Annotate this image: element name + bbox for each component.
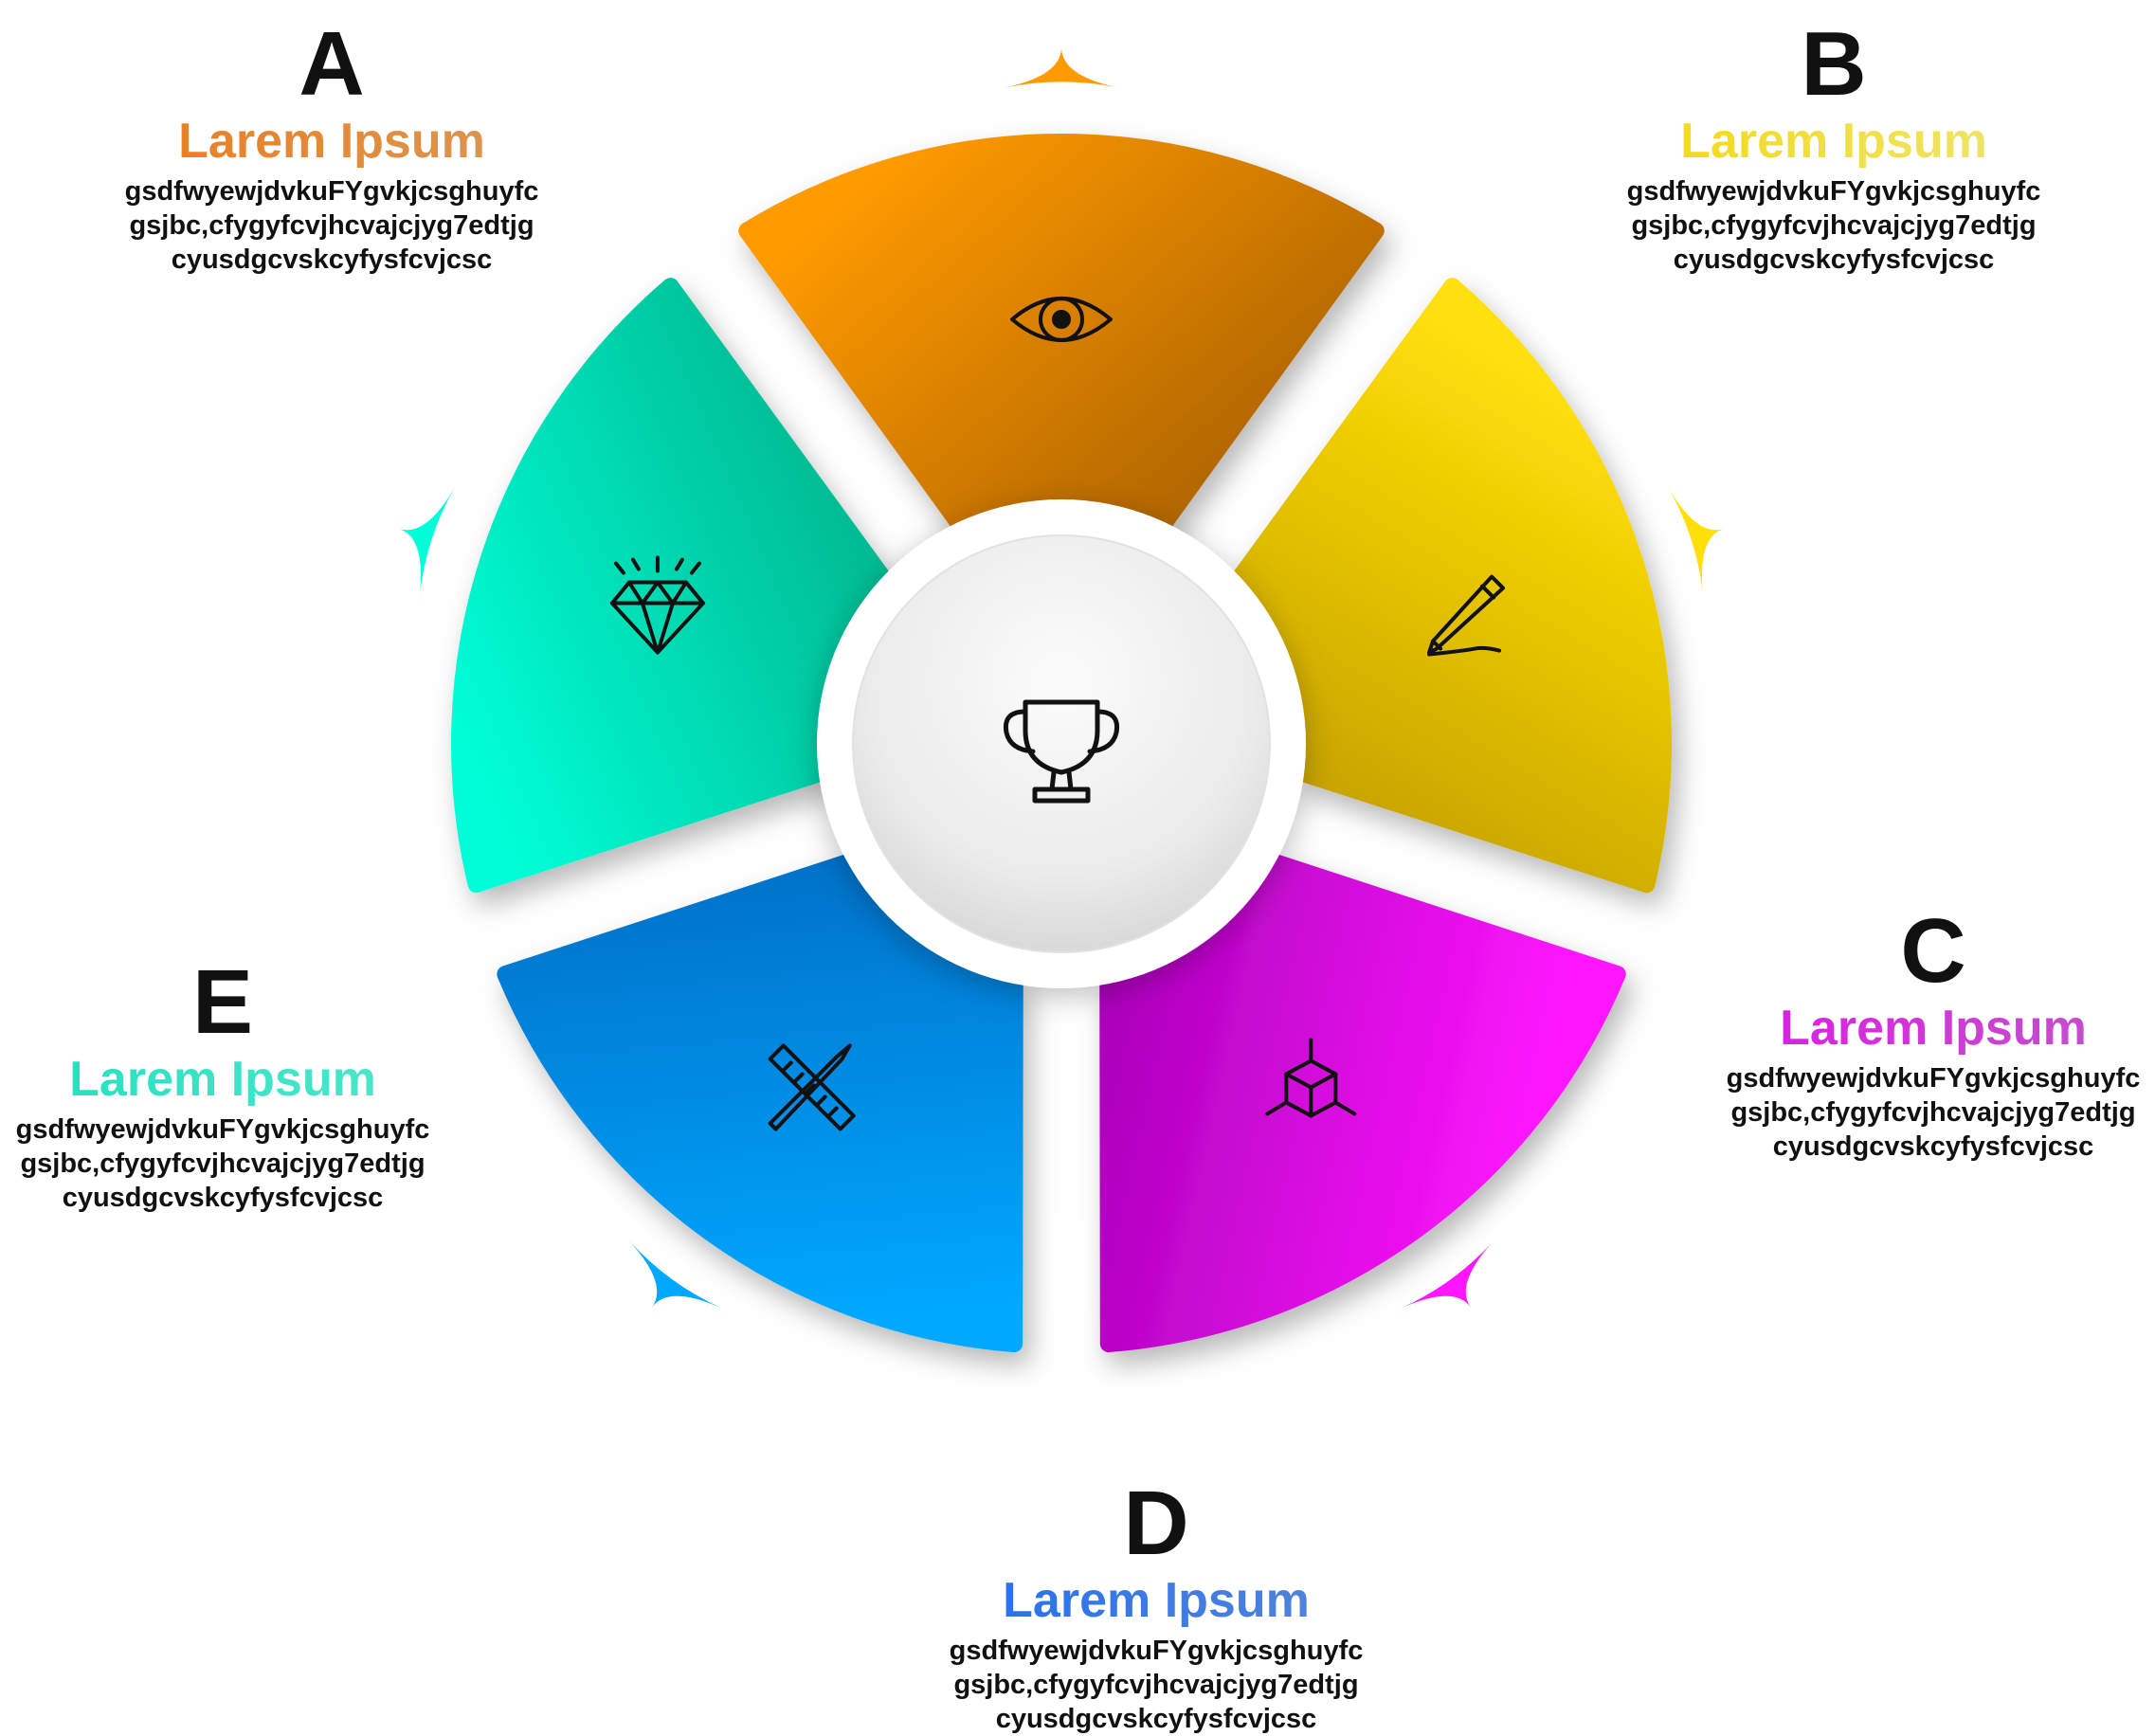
label-block-b: B Larem Ipsum gsdfwyewjdvkuFYgvkjcsghuyf… <box>1587 19 2080 277</box>
segment-e <box>451 278 892 894</box>
label-block-a: A Larem Ipsum gsdfwyewjdvkuFYgvkjcsghuyf… <box>85 19 578 277</box>
segment-title: Larem Ipsum <box>1687 999 2155 1058</box>
segment-pointer-c <box>1400 1240 1494 1309</box>
segment-letter: A <box>299 13 365 115</box>
segment-letter: E <box>191 951 254 1053</box>
segment-description: gsdfwyewjdvkuFYgvkjcsghuyfc gsjbc,cfygyf… <box>1626 176 2041 275</box>
segment-description: gsdfwyewjdvkuFYgvkjcsghuyfc gsjbc,cfygyf… <box>15 1114 430 1213</box>
trophy-icon <box>1003 699 1120 804</box>
ruler-pencil-icon <box>768 1043 856 1131</box>
label-block-c: C Larem Ipsum gsdfwyewjdvkuFYgvkjcsghuyf… <box>1687 906 2155 1164</box>
segment-pointer-a <box>1004 47 1119 88</box>
diamond-icon <box>609 555 705 655</box>
segment-pointer-d <box>629 1240 723 1309</box>
segment-letter: D <box>1123 1473 1189 1574</box>
segment-title: Larem Ipsum <box>85 112 578 171</box>
segment-description: gsdfwyewjdvkuFYgvkjcsghuyfc gsjbc,cfygyf… <box>1726 1063 2141 1162</box>
segment-b <box>1231 278 1672 894</box>
segment-description: gsdfwyewjdvkuFYgvkjcsghuyfc gsjbc,cfygyf… <box>949 1636 1364 1734</box>
segment-letter: B <box>1801 13 1867 115</box>
segment-title: Larem Ipsum <box>910 1571 1403 1630</box>
segment-pointer-b <box>1667 486 1725 596</box>
eye-icon <box>1010 297 1113 342</box>
segment-a <box>738 134 1385 532</box>
label-block-e: E Larem Ipsum gsdfwyewjdvkuFYgvkjcsghuyf… <box>0 957 469 1215</box>
segment-title: Larem Ipsum <box>0 1050 469 1109</box>
segment-pointer-e <box>398 486 456 596</box>
label-block-d: D Larem Ipsum gsdfwyewjdvkuFYgvkjcsghuyf… <box>910 1478 1403 1736</box>
segment-letter: C <box>1900 900 1966 1002</box>
hub-disc <box>852 534 1271 953</box>
segment-description: gsdfwyewjdvkuFYgvkjcsghuyfc gsjbc,cfygyf… <box>124 176 539 275</box>
segment-title: Larem Ipsum <box>1587 112 2080 171</box>
pencil-icon <box>1427 574 1506 657</box>
cube-icon <box>1265 1038 1357 1118</box>
